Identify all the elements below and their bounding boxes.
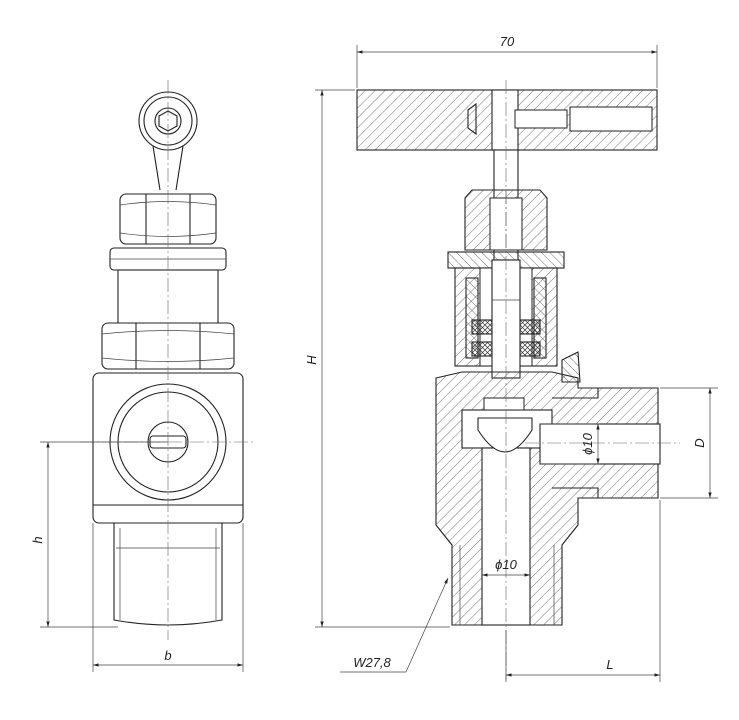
- dimension-D-label: D: [692, 438, 707, 447]
- dimension-h: h: [30, 441, 168, 628]
- dimension-main-bore-label: ϕ10: [495, 557, 517, 572]
- dimension-side-bore-label: ϕ10: [580, 432, 595, 454]
- bonnet-section: [447, 251, 565, 379]
- valve-body-section: [435, 371, 661, 626]
- dimension-D: D: [660, 387, 718, 499]
- packing-ring-1: [471, 319, 493, 335]
- section-view: [356, 80, 680, 680]
- dimension-70-label: 70: [500, 34, 515, 49]
- dimension-70: 70: [356, 34, 658, 88]
- dimension-thread-label: W27,8: [353, 655, 391, 670]
- valve-plug: [477, 417, 533, 453]
- dimension-h-label: h: [30, 536, 45, 543]
- dimension-H-label: H: [304, 355, 319, 365]
- dimension-b: b: [92, 523, 244, 672]
- packing-ring-3: [471, 341, 493, 357]
- dimension-L: L: [505, 500, 661, 682]
- dimension-H: H: [304, 89, 450, 628]
- t-handle: [356, 89, 658, 151]
- dimension-b-label: b: [164, 648, 171, 663]
- packing-ring-2: [519, 319, 541, 335]
- dimension-thread: W27,8: [340, 577, 449, 673]
- dimension-main-bore: ϕ10: [482, 557, 530, 577]
- packing-ring-4: [519, 341, 541, 357]
- front-view: [80, 80, 255, 640]
- dimension-side-bore: ϕ10: [580, 424, 600, 464]
- dimension-L-label: L: [606, 657, 613, 672]
